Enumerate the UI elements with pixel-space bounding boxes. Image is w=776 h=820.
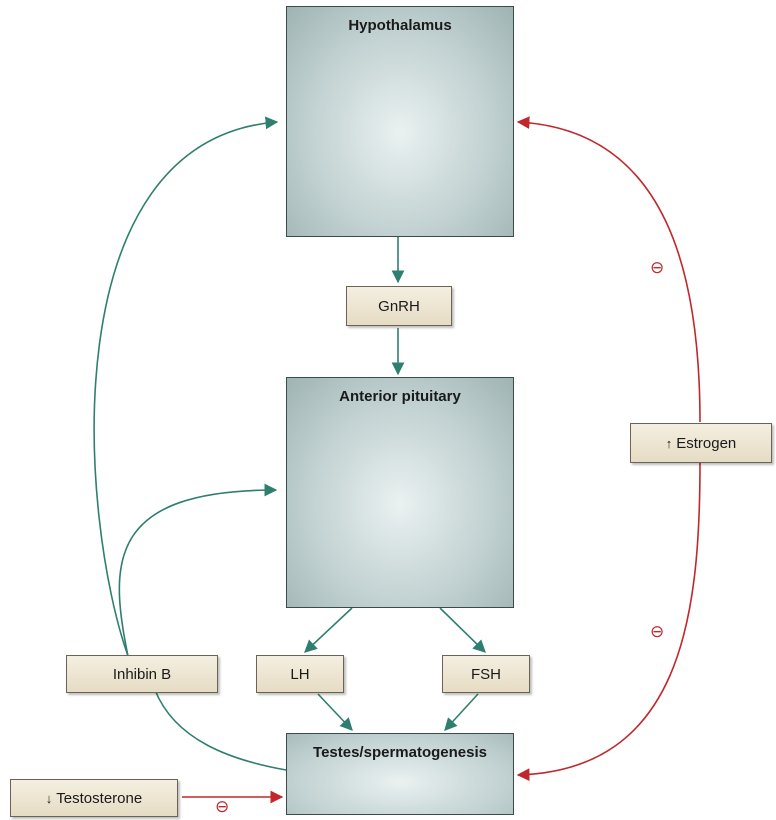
testosterone-text: Testosterone: [56, 790, 142, 807]
arrow-pituitary-to-lh: [305, 608, 352, 652]
inhibition-icon: ⊖: [650, 258, 664, 278]
arrow-inhibin-to-hypothalamus: [94, 122, 277, 656]
up-arrow-icon: ↑: [666, 436, 673, 451]
pituitary-title: Anterior pituitary: [287, 388, 513, 405]
arrow-pituitary-to-fsh: [440, 608, 485, 652]
arrow-lh-to-testes: [318, 694, 352, 730]
testes-box: Testes/spermatogenesis: [286, 733, 514, 815]
testes-title: Testes/spermatogenesis: [287, 744, 513, 761]
lh-label: LH: [256, 655, 344, 693]
estrogen-label: ↑ Estrogen: [630, 423, 772, 463]
testosterone-label: ↓ Testosterone: [10, 779, 178, 817]
inhibition-icon: ⊖: [215, 797, 229, 817]
hypothalamus-box: Hypothalamus: [286, 6, 514, 237]
gnrh-text: GnRH: [378, 298, 420, 315]
link-testes-to-inhibin: [155, 690, 286, 770]
arrow-fsh-to-testes: [445, 694, 478, 730]
pituitary-box: Anterior pituitary: [286, 377, 514, 608]
fsh-label: FSH: [442, 655, 530, 693]
arrow-estrogen-to-hypothalamus: [518, 122, 700, 422]
gnrh-label: GnRH: [346, 286, 452, 326]
fsh-text: FSH: [471, 666, 501, 683]
inhibin-text: Inhibin B: [113, 666, 171, 683]
inhibin-label: Inhibin B: [66, 655, 218, 693]
estrogen-text: Estrogen: [676, 435, 736, 452]
down-arrow-icon: ↓: [46, 791, 53, 806]
arrow-estrogen-to-testes: [518, 463, 700, 775]
arrow-inhibin-to-pituitary: [119, 490, 276, 656]
inhibition-icon: ⊖: [650, 622, 664, 642]
lh-text: LH: [290, 666, 309, 683]
hypothalamus-title: Hypothalamus: [287, 17, 513, 34]
